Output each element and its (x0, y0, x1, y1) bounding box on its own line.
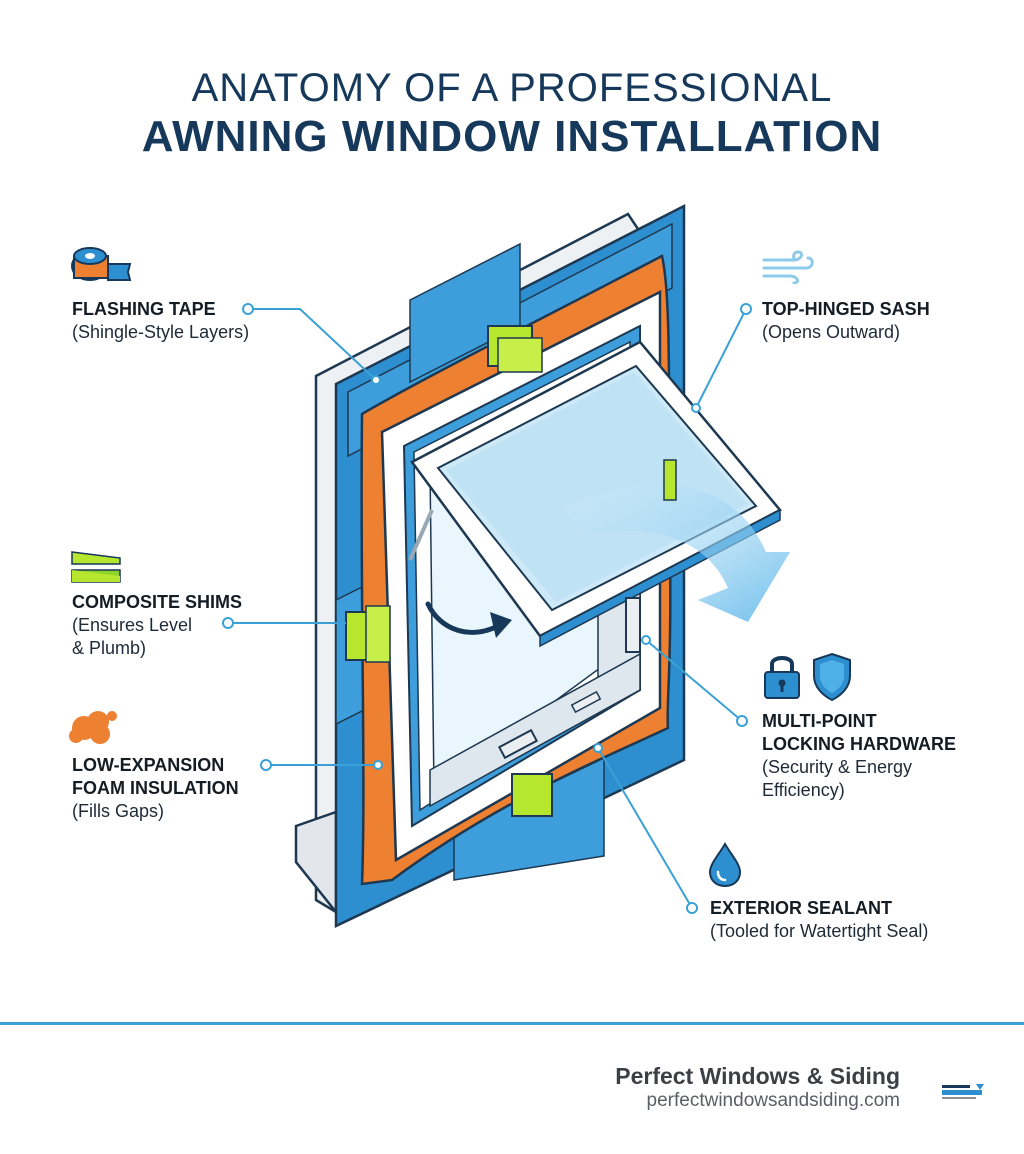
sash-motion-arrow (425, 484, 790, 638)
top-hinged-sash-callout: TOP-HINGED SASH (Opens Outward) (762, 298, 930, 344)
locking-hardware (497, 597, 641, 760)
locking-subtext-1: (Security & Energy (762, 757, 913, 777)
sealant-leader-line (597, 747, 693, 909)
padlock-icon (764, 656, 800, 699)
sealant-heading: EXTERIOR SEALANT (710, 898, 893, 918)
shims-heading: COMPOSITE SHIMS (72, 592, 243, 612)
brand-url[interactable]: perfectwindowsandsiding.com (646, 1090, 900, 1111)
composite-shims-callout: COMPOSITE SHIMS (Ensures Level & Plumb) (72, 591, 242, 660)
locking-leader-line (645, 639, 743, 722)
window-installation-diagram (222, 203, 790, 928)
locking-hardware-callout: MULTI-POINT LOCKING HARDWARE (Security &… (762, 710, 956, 802)
title-line-2: AWNING WINDOW INSTALLATION (141, 112, 883, 161)
sealant-subtext: (Tooled for Watertight Seal) (710, 921, 929, 941)
water-drop-icon (708, 842, 742, 888)
tape-roll-icon (71, 247, 132, 281)
shield-icon (813, 652, 851, 702)
exterior-sealant-callout: EXTERIOR SEALANT (Tooled for Watertight … (710, 897, 928, 943)
shims-subtext-1: (Ensures Level (72, 615, 193, 635)
shims-subtext-2: & Plumb) (72, 638, 147, 658)
shims-icon (71, 551, 121, 583)
flashing-tape-heading: FLASHING TAPE (72, 299, 216, 319)
brand-name: Perfect Windows & Siding (615, 1063, 900, 1089)
foam-heading-2: FOAM INSULATION (72, 778, 239, 798)
composite-shims (345, 325, 677, 817)
wind-icon (762, 250, 814, 284)
callout-lines (222, 303, 752, 914)
sash-leader-line (695, 308, 747, 409)
sash-heading: TOP-HINGED SASH (762, 299, 930, 319)
sash-subtext: (Opens Outward) (762, 322, 901, 342)
foam-insulation-callout: LOW-EXPANSION FOAM INSULATION (Fills Gap… (72, 754, 239, 823)
flashing-leader-line (248, 308, 377, 381)
flashing-tape-callout: FLASHING TAPE (Shingle-Style Layers) (72, 298, 249, 344)
locking-subtext-2: Efficiency) (762, 780, 845, 800)
footer-divider (0, 1022, 1024, 1025)
foam-subtext: (Fills Gaps) (72, 801, 165, 821)
foam-icon (69, 711, 117, 744)
locking-heading-1: MULTI-POINT (762, 711, 877, 731)
title-line-1: ANATOMY OF A PROFESSIONAL (191, 66, 833, 110)
flashing-leader-dot (242, 303, 254, 315)
flashing-tape-subtext: (Shingle-Style Layers) (72, 322, 250, 342)
locking-heading-2: LOCKING HARDWARE (762, 734, 956, 754)
brand-logo (942, 1084, 984, 1099)
awning-sash (410, 340, 782, 648)
foam-heading-1: LOW-EXPANSION (72, 755, 225, 775)
